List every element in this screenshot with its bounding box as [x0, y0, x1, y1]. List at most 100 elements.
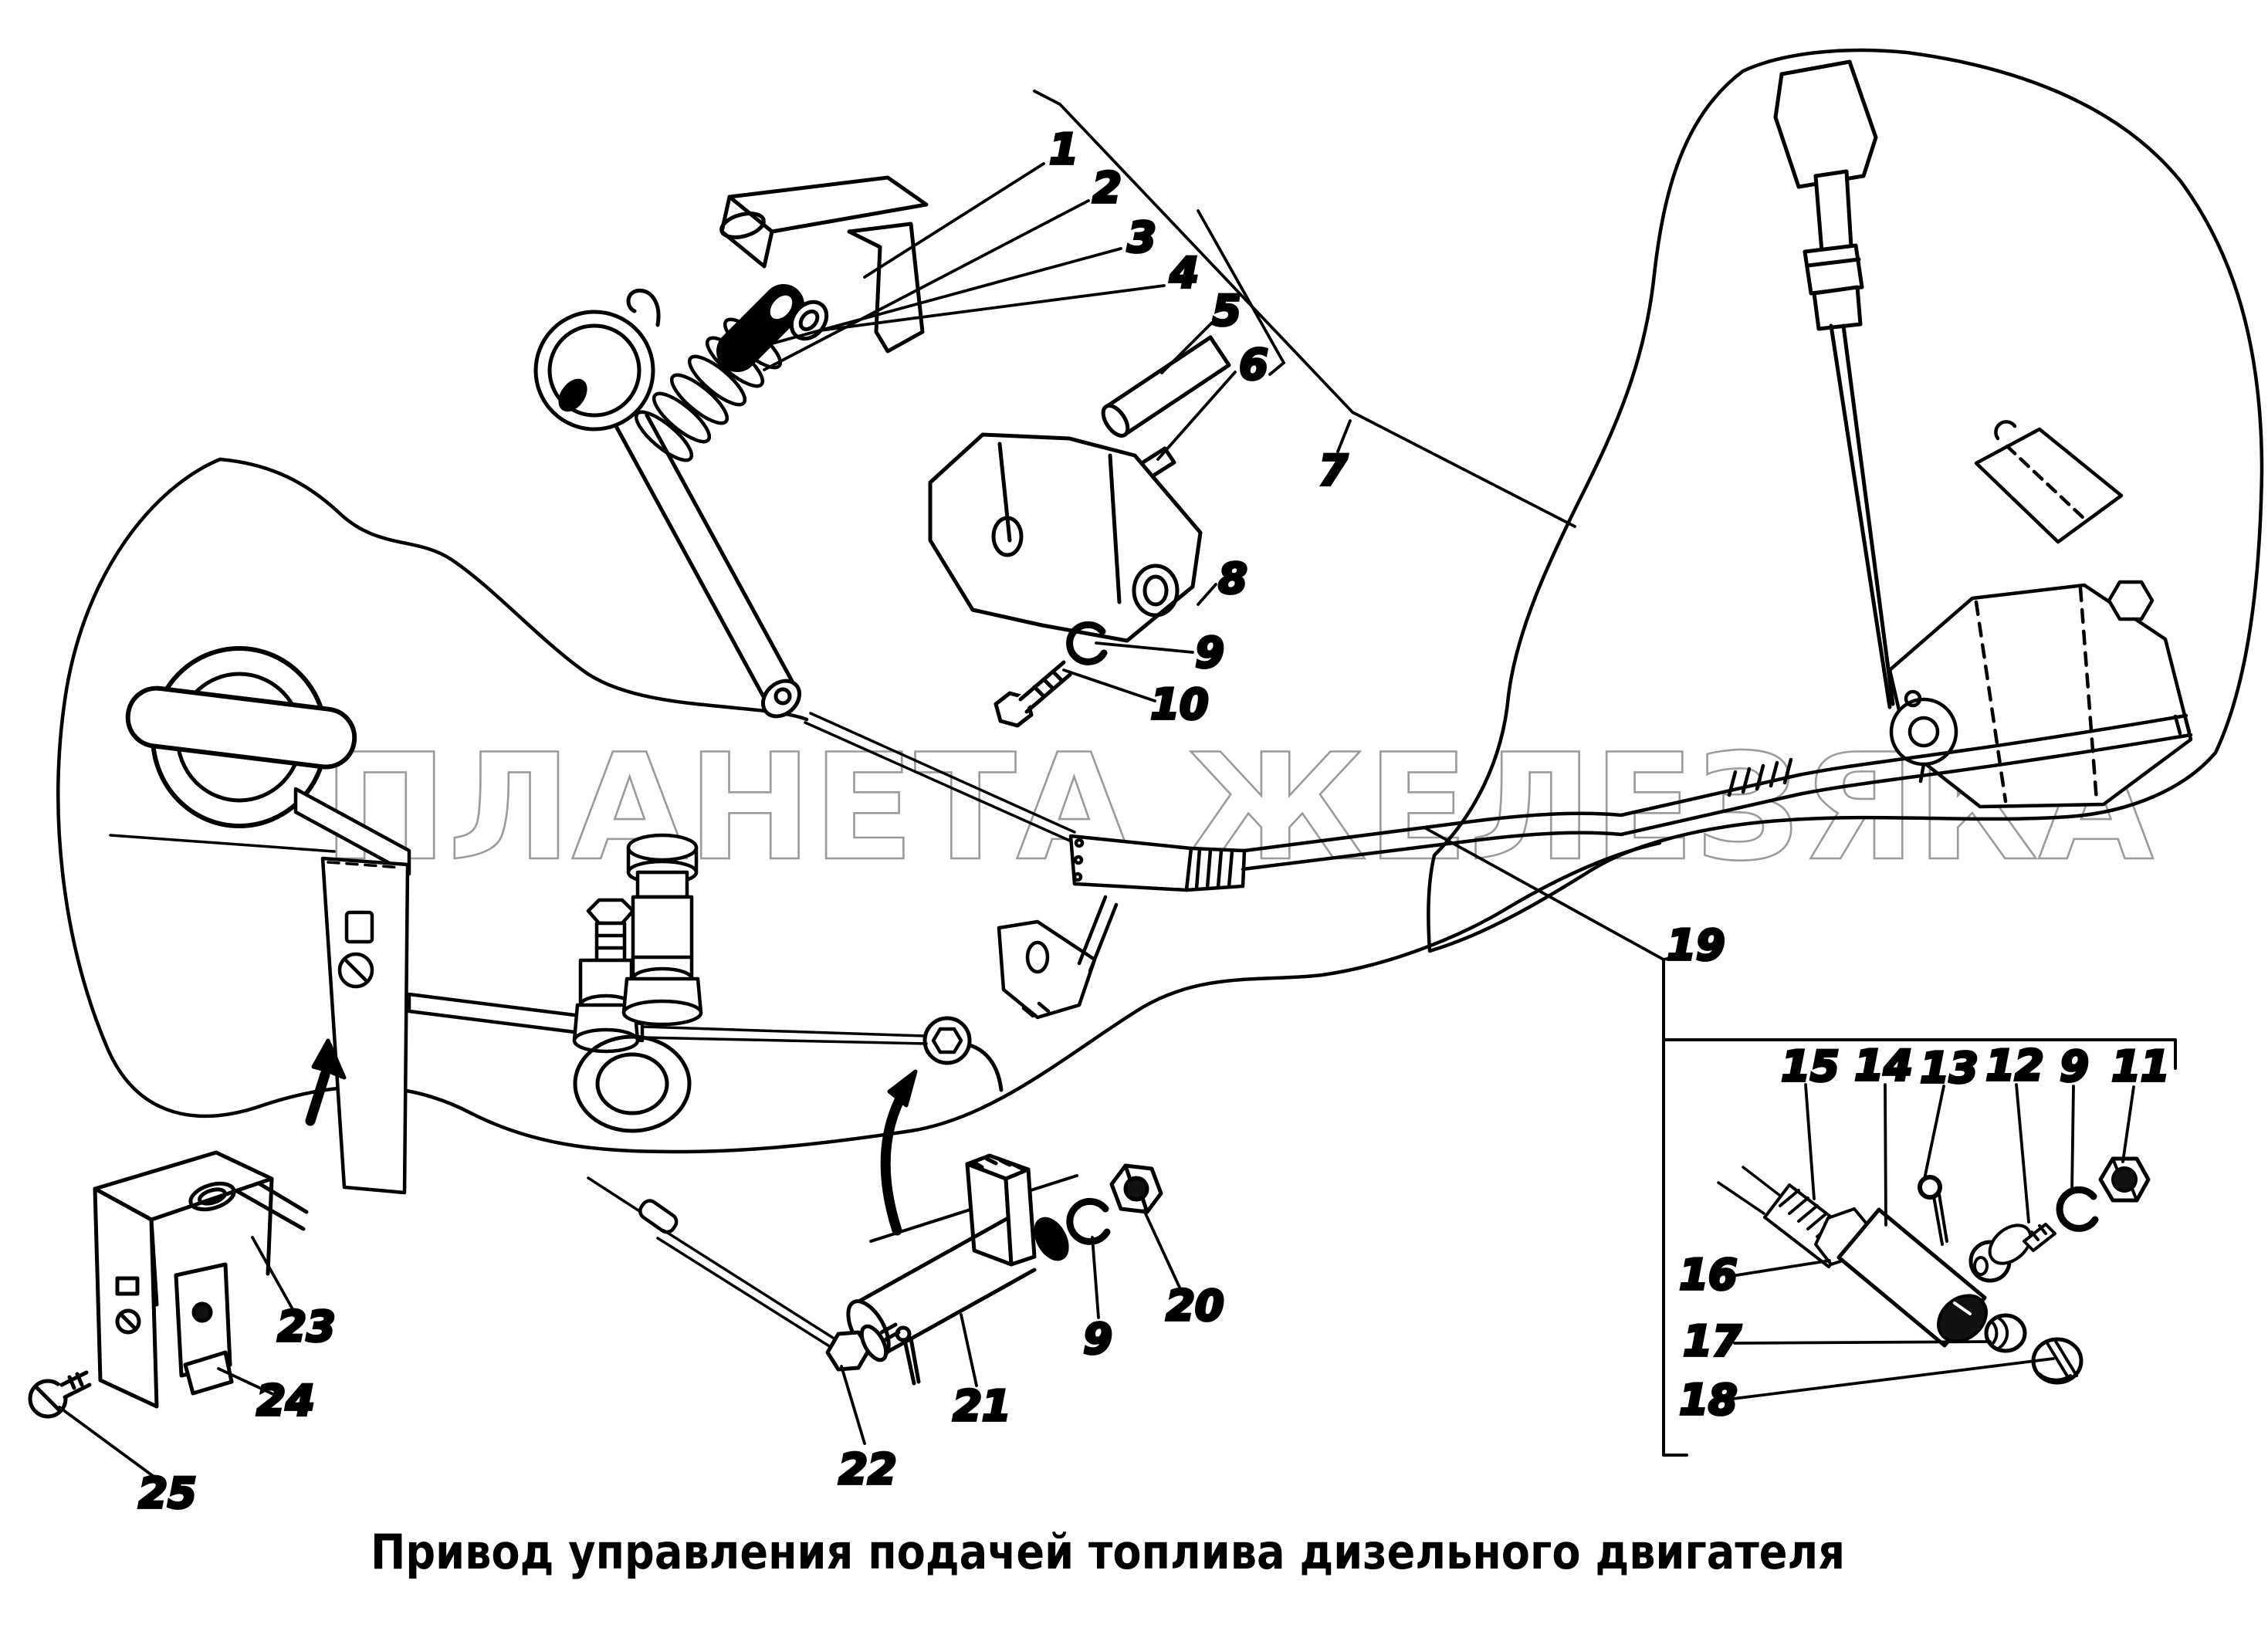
coil-ring	[573, 1034, 692, 1133]
engine-right-assembly	[1241, 48, 2264, 953]
pull-rod-2	[809, 712, 1076, 834]
spring-anchor	[922, 1016, 1004, 1092]
callout-20: 20	[1142, 1209, 1225, 1332]
support-bracket	[928, 432, 1203, 643]
pump-plunger	[572, 898, 640, 1054]
inset-box-left	[1662, 958, 1688, 1457]
cab-left-assembly	[56, 457, 1662, 1352]
callout-label-18: 18	[1679, 1376, 1737, 1424]
ball-stud	[1968, 1223, 2056, 1283]
callout-label-19: 19	[1667, 921, 1725, 970]
callout-2: 2	[763, 162, 1123, 371]
callout-23: 23	[251, 1236, 337, 1352]
callout-6: 6	[1156, 339, 1270, 461]
callout-25: 25	[58, 1406, 198, 1519]
callout-label-9c: 9	[1083, 1315, 1112, 1363]
callout-label-2: 2	[1092, 164, 1122, 212]
callout-13: 13	[1919, 1042, 1979, 1180]
group-line-a-tick	[1033, 90, 1061, 106]
pump-cylinder	[621, 833, 703, 1027]
pedal-lock-washer	[1066, 1197, 1111, 1245]
callout-label-17: 17	[1683, 1317, 1742, 1366]
callout-label-22: 22	[838, 1445, 896, 1494]
group-line-b	[1197, 209, 1285, 364]
callout-label-13: 13	[1920, 1044, 1978, 1092]
pedal-pad	[965, 1153, 1037, 1267]
callout-label-9b: 9	[2060, 1042, 2089, 1091]
callout-label-6: 6	[1239, 340, 1268, 389]
pedal-assembly-exploded	[533, 175, 1231, 728]
callout-label-4: 4	[1169, 249, 1199, 297]
hand-throttle-knob	[1773, 59, 1895, 709]
callout-7: 7	[1317, 419, 1352, 496]
callout-label-7: 7	[1318, 446, 1348, 495]
rotate-arrow-head	[887, 1069, 918, 1108]
callout-label-24: 24	[256, 1376, 314, 1425]
bracket-screw	[28, 1370, 93, 1419]
callout-10: 10	[1062, 668, 1210, 730]
callout-9c: 9	[1082, 1236, 1114, 1365]
pin	[1101, 335, 1231, 438]
clevis-joint	[1068, 834, 1247, 892]
lock-washer	[1066, 621, 1108, 665]
inset-nut	[2098, 1156, 2151, 1203]
callout-19: 19	[1423, 826, 1726, 971]
mount-bracket	[93, 1150, 274, 1409]
cab-outline-top	[218, 457, 809, 722]
fork-lever	[997, 895, 1119, 1020]
spring-clip	[174, 1262, 234, 1396]
cab-outline	[56, 457, 1662, 1154]
rod-end-coupler	[1717, 1166, 1988, 1348]
callout-label-11: 11	[2111, 1042, 2169, 1091]
callout-24: 24	[217, 1367, 316, 1427]
callout-3: 3	[770, 212, 1158, 345]
pull-rod	[804, 721, 1073, 843]
callout-label-9a: 9	[1195, 628, 1224, 677]
callout-21: 21	[952, 1313, 1012, 1432]
callout-1: 1	[863, 124, 1080, 279]
steering-wheel	[125, 646, 357, 828]
callout-label-21: 21	[953, 1382, 1010, 1430]
mount-arrow-icon	[311, 1038, 347, 1080]
pedal-lever	[533, 288, 802, 719]
callout-16: 16	[1678, 1249, 1831, 1301]
engine-outline	[1427, 48, 2264, 953]
mount-arrow-shaft	[305, 1069, 330, 1126]
plug-screw	[1984, 1313, 2027, 1353]
callout-label-23: 23	[277, 1302, 335, 1351]
callout-11: 11	[2111, 1041, 2171, 1163]
pedal-link-rod	[587, 1176, 843, 1352]
bolt	[994, 658, 1072, 728]
floor-line	[109, 834, 336, 853]
callout-label-25: 25	[138, 1469, 196, 1518]
pedal-bottom-group	[825, 1069, 1163, 1386]
callout-label-3: 3	[1127, 213, 1156, 262]
callout-label-20: 20	[1166, 1281, 1224, 1330]
callout-label-14: 14	[1854, 1041, 1912, 1090]
callout-18: 18	[1678, 1357, 2055, 1426]
bracket-bottom-left-group	[28, 1038, 347, 1419]
callout-14: 14	[1853, 1040, 1914, 1227]
column-bracket-plate	[320, 856, 410, 1195]
pedal-nut	[1109, 1163, 1163, 1214]
throttle-lever	[1887, 420, 2193, 809]
inset-box-group	[1662, 958, 2177, 1457]
slotted-screw	[2031, 1337, 2084, 1385]
callout-label-8: 8	[1218, 554, 1247, 603]
callout-22: 22	[838, 1365, 898, 1495]
throttle-rod	[1241, 712, 2193, 872]
assembly-line-7	[1351, 411, 1576, 528]
inset-box-top	[1662, 1038, 2177, 1070]
inset-lock-washer	[2056, 1186, 2099, 1232]
callout-5: 5	[1160, 285, 1243, 374]
group-line-b-tick	[1268, 361, 1285, 376]
callout-label-15: 15	[1781, 1042, 1839, 1091]
callout-4: 4	[819, 247, 1200, 332]
callout-9b: 9	[2058, 1041, 2090, 1194]
callout-8: 8	[1197, 553, 1249, 606]
callout-17: 17	[1682, 1315, 1992, 1367]
callout-9a: 9	[1095, 627, 1226, 679]
callout-label-5: 5	[1212, 286, 1241, 335]
